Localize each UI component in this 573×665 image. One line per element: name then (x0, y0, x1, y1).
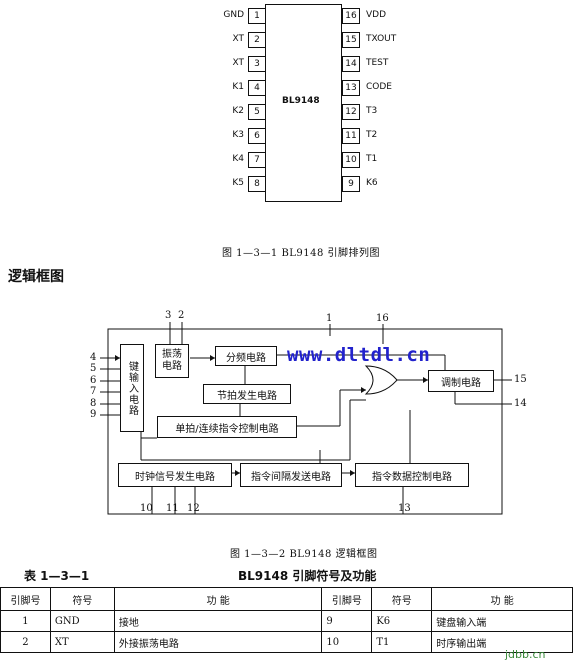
header-function: 功 能 (113, 587, 323, 611)
cell: T1 (371, 631, 433, 653)
corner-watermark: jdbb.cn (505, 648, 546, 661)
pin-number-7: 7 (90, 386, 97, 397)
single-continuous-control-block: 单拍/连续指令控制电路 (157, 416, 297, 438)
pin-number-13: 13 (398, 503, 411, 514)
pin-number-box: 14 (342, 56, 360, 72)
pin-label: T1 (366, 154, 378, 164)
pin-label: K1 (232, 82, 244, 92)
pin-label: T2 (366, 130, 378, 140)
pin-number-box: 12 (342, 104, 360, 120)
pin-number-5: 5 (90, 363, 97, 374)
pin-label: TEST (366, 58, 389, 68)
oscillator-block: 振荡电路 (155, 344, 189, 378)
cell: GND (49, 610, 115, 632)
pin-number-15: 15 (514, 374, 527, 385)
header-symbol: 符号 (49, 587, 115, 611)
ic-name: BL9148 (282, 96, 320, 106)
pin-number-10: 10 (140, 503, 153, 514)
pin-number-box: 15 (342, 32, 360, 48)
header-pin-no: 引脚号 (0, 587, 51, 611)
pin-number-box: 11 (342, 128, 360, 144)
pin-number-box: 9 (342, 176, 360, 192)
cell: 9 (321, 610, 373, 632)
cell: 1 (0, 610, 51, 632)
clock-generator-block: 时钟信号发生电路 (118, 463, 232, 487)
cell: XT (49, 631, 115, 653)
pin-number-4: 4 (90, 352, 97, 363)
cell: 时序输出端 (431, 631, 573, 653)
pin-number-16: 16 (376, 313, 389, 324)
pin-number-box: 1 (248, 8, 266, 24)
cell: 接地 (113, 610, 323, 632)
pin-label: CODE (366, 82, 392, 92)
pin-label: TXOUT (366, 34, 397, 44)
table-title: BL9148 引脚符号及功能 (238, 569, 377, 583)
pin-number-box: 4 (248, 80, 266, 96)
pin-number-3: 3 (165, 310, 172, 321)
interval-send-block: 指令间隔发送电路 (240, 463, 342, 487)
pin-function-table: 引脚号 符号 功 能 引脚号 符号 功 能 1 GND 接地 9 K6 键盘输入… (0, 587, 573, 653)
pin-number-box: 3 (248, 56, 266, 72)
beat-generator-block: 节拍发生电路 (203, 384, 291, 404)
pin-number-1: 1 (326, 313, 333, 324)
section-heading: 逻辑框图 (8, 269, 64, 285)
oscillator-label: 振荡电路 (162, 349, 182, 372)
pin-number-box: 8 (248, 176, 266, 192)
header-pin-no-2: 引脚号 (321, 587, 373, 611)
pin-number-box: 16 (342, 8, 360, 24)
pin-label: GND (223, 10, 244, 20)
pin-number-box: 13 (342, 80, 360, 96)
pin-number-box: 10 (342, 152, 360, 168)
pin-label: XT (232, 58, 244, 68)
pin-number-box: 5 (248, 104, 266, 120)
cell: 10 (321, 631, 373, 653)
cell: K6 (371, 610, 433, 632)
pin-label: K4 (232, 154, 244, 164)
key-input-block: 键输入电路 (120, 344, 144, 432)
pin-number-14: 14 (514, 398, 527, 409)
pin-number-8: 8 (90, 398, 97, 409)
pin-label: K6 (366, 178, 378, 188)
pin-number-11: 11 (166, 503, 179, 514)
pin-label: XT (232, 34, 244, 44)
pin-number-box: 7 (248, 152, 266, 168)
pin-label: K2 (232, 106, 244, 116)
pin-number-2: 2 (178, 310, 185, 321)
pin-label: VDD (366, 10, 387, 20)
figure-caption-logic: 图 1—3—2 BL9148 逻辑框图 (230, 549, 378, 560)
table-row: 1 GND 接地 9 K6 键盘输入端 (0, 610, 573, 632)
diagram-wiring (100, 322, 512, 515)
pin-number-box: 2 (248, 32, 266, 48)
pin-number-6: 6 (90, 375, 97, 386)
header-symbol-2: 符号 (371, 587, 433, 611)
cell: 外接振荡电路 (113, 631, 323, 653)
figure-caption-pinout: 图 1—3—1 BL9148 引脚排列图 (222, 248, 381, 259)
table-label: 表 1—3—1 (24, 569, 90, 583)
pin-number-box: 6 (248, 128, 266, 144)
divider-block: 分频电路 (215, 346, 277, 366)
header-function-2: 功 能 (431, 587, 573, 611)
logic-diagram: 键输入电路 振荡电路 分频电路 节拍发生电路 单拍/连续指令控制电路 调制电路 … (0, 300, 573, 540)
modulator-block: 调制电路 (428, 370, 494, 392)
cell: 键盘输入端 (431, 610, 573, 632)
ic-body (265, 4, 342, 202)
cell: 2 (0, 631, 51, 653)
pin-label: K5 (232, 178, 244, 188)
pin-number-12: 12 (187, 503, 200, 514)
table-header-row: 引脚号 符号 功 能 引脚号 符号 功 能 (0, 587, 573, 611)
watermark-url: www.dltdl.cn (287, 344, 431, 366)
data-control-block: 指令数据控制电路 (355, 463, 469, 487)
table-row: 2 XT 外接振荡电路 10 T1 时序输出端 (0, 631, 573, 653)
pin-label: T3 (366, 106, 378, 116)
pin-label: K3 (232, 130, 244, 140)
pin-number-9: 9 (90, 409, 97, 420)
